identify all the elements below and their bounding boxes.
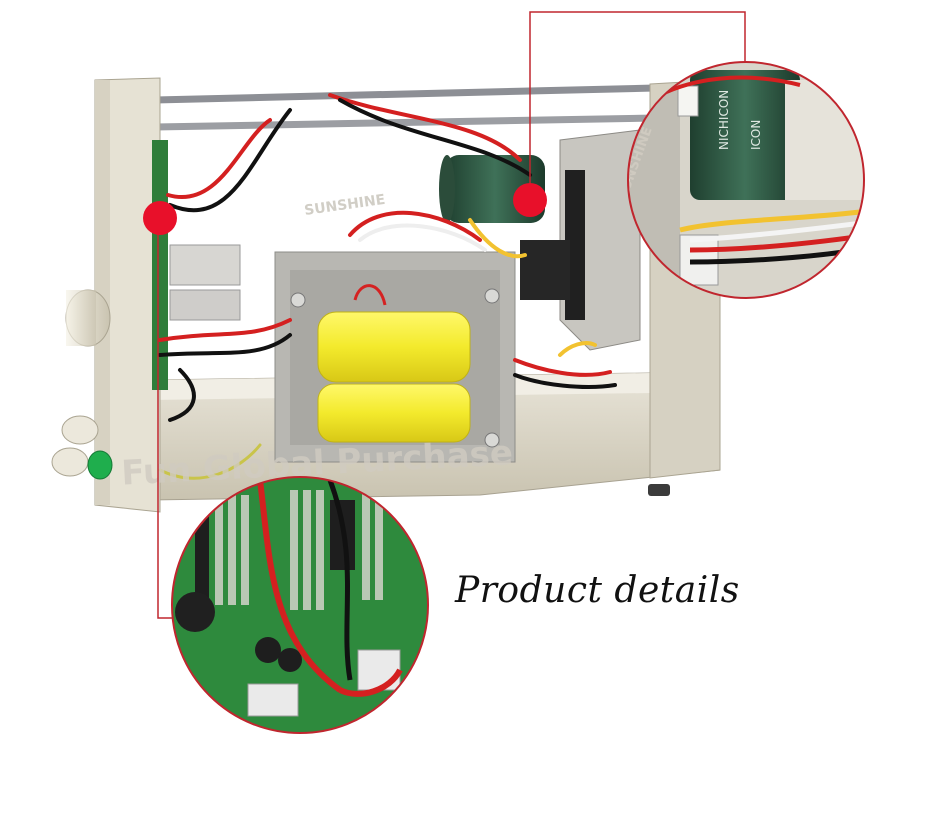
product-details-caption: Product details xyxy=(455,570,740,611)
svg-text:NICHICON: NICHICON xyxy=(717,90,731,150)
brand-watermark-1: SUNSHINE xyxy=(303,192,386,219)
zoom-inset-pcb xyxy=(171,476,429,734)
transformer xyxy=(274,251,516,463)
marker-dot-capacitor xyxy=(513,183,547,217)
marker-dot-left xyxy=(143,201,177,235)
front-knobs xyxy=(51,289,113,480)
heatsink-board xyxy=(520,129,641,351)
svg-text:ICON: ICON xyxy=(749,120,763,150)
wiring xyxy=(158,93,617,480)
zoom-inset-capacitor: NICHICON ICON SUNSHINE xyxy=(627,61,865,299)
